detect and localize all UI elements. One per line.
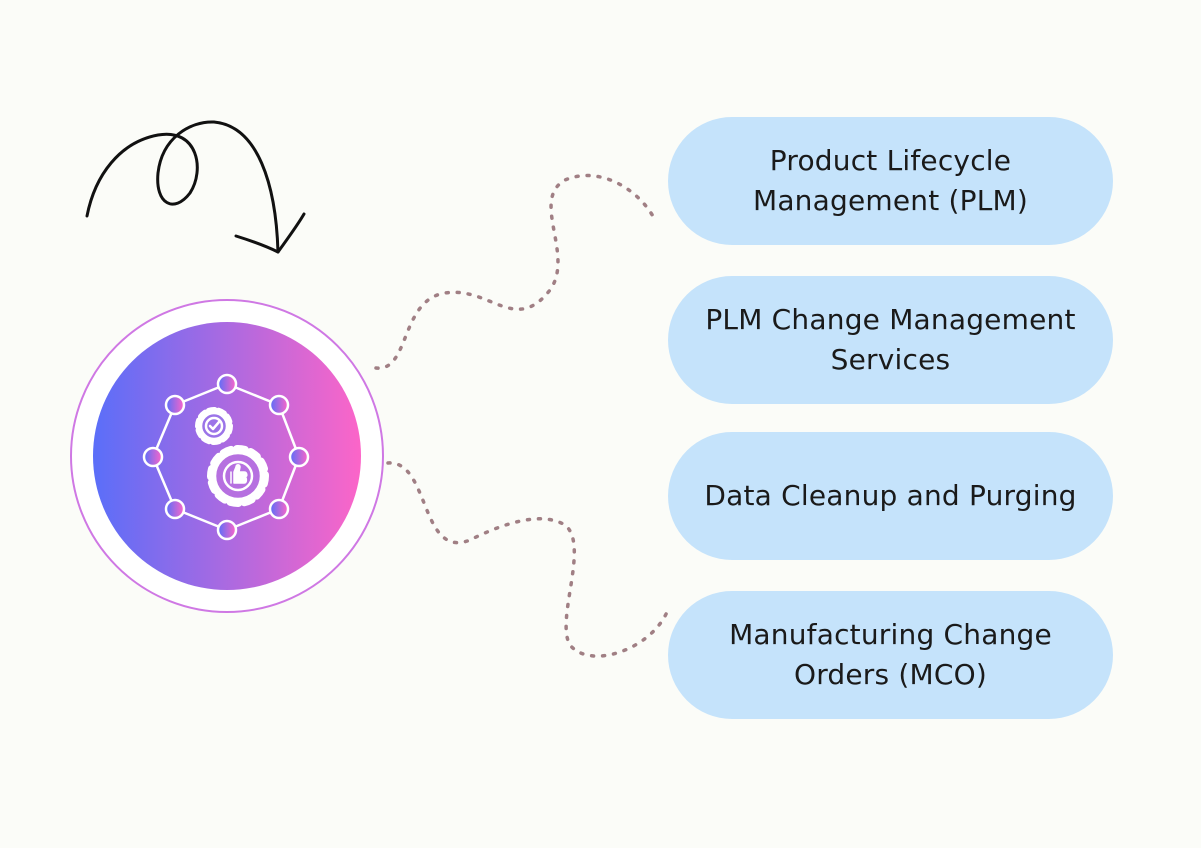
service-pills-backgrounds (668, 117, 1113, 719)
gear-network-icon (142, 373, 310, 541)
thumbs-up-gear-icon (207, 445, 269, 507)
service-pill-plm: Product Lifecycle Management (PLM) (668, 117, 1113, 245)
service-pill-label: Manufacturing Change Orders (MCO) (729, 618, 1052, 691)
connector-1 (374, 173, 657, 370)
service-pill-label: Product Lifecycle Management (PLM) (752, 144, 1029, 217)
pill-bg-2 (668, 276, 1113, 404)
service-pill-mco: Manufacturing Change Orders (MCO) (668, 591, 1113, 719)
pill-bg-4 (668, 591, 1113, 719)
service-pill-label: PLM Change Management Services (705, 303, 1076, 376)
connector-2 (386, 461, 669, 658)
pill-bg-1 (668, 117, 1113, 245)
hand-drawn-loop-arrow-icon (85, 120, 306, 254)
service-pill-label: Data Cleanup and Purging (704, 479, 1077, 512)
service-pill-data-cleanup: Data Cleanup and Purging (668, 432, 1113, 560)
connector-lines (374, 173, 669, 658)
service-pill-plm-change-management: PLM Change Management Services (668, 276, 1113, 404)
check-gear-icon (195, 407, 233, 445)
pill-bg-3 (668, 432, 1113, 560)
